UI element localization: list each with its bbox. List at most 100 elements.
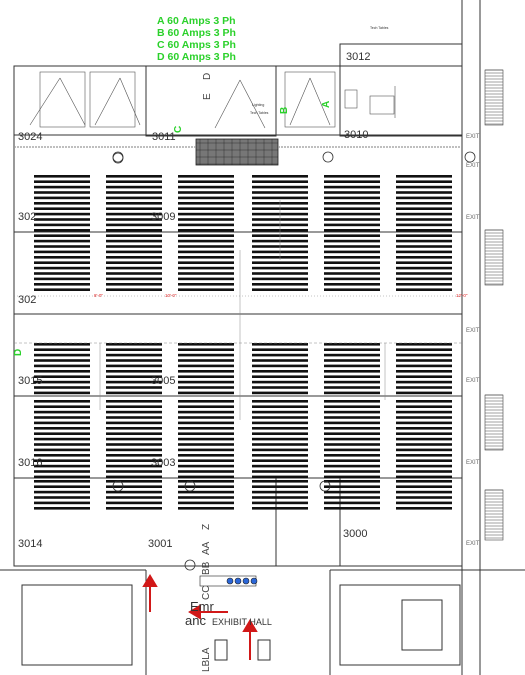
seat-row: [252, 454, 308, 457]
seat-row: [106, 386, 162, 389]
seat-row: [178, 261, 234, 264]
seat-row: [34, 427, 90, 430]
seat-row: [396, 507, 452, 510]
seat-row: [252, 196, 308, 200]
seat-row: [106, 405, 162, 408]
seat-row: [396, 234, 452, 237]
stair-flight: [484, 394, 504, 451]
seat-row: [252, 353, 308, 357]
seat-row: [252, 370, 308, 373]
column-circle: [112, 480, 124, 492]
seat-row: [324, 427, 380, 430]
column-circle: [112, 151, 124, 163]
exhibit-hall-label: EXHIBIT HALL: [212, 617, 272, 627]
seat-row: [396, 207, 452, 210]
seat-row: [324, 432, 380, 435]
seat-row: [324, 375, 380, 378]
seat-row: [106, 343, 162, 346]
seat-row: [324, 405, 380, 408]
seat-row: [252, 359, 308, 362]
seat-row: [324, 443, 380, 446]
seat-row: [324, 400, 380, 403]
stair-flight: [484, 229, 504, 286]
seat-row: [34, 386, 90, 389]
seat-row: [396, 266, 452, 270]
seat-row: [178, 470, 234, 473]
seat-row: [252, 496, 308, 499]
seat-row: [252, 459, 308, 462]
seat-row: [396, 202, 452, 205]
seat-row: [34, 490, 90, 494]
seat-row: [324, 501, 380, 505]
seat-row: [34, 229, 90, 232]
seat-row: [324, 496, 380, 499]
seat-row: [178, 391, 234, 395]
seat-row: [324, 288, 380, 291]
seat-row: [324, 239, 380, 243]
exit-label-5: EXIT: [466, 378, 480, 384]
power-note-b: B 60 Amps 3 Ph: [157, 27, 236, 39]
seat-row: [178, 375, 234, 378]
seat-row: [106, 391, 162, 395]
seat-row: [396, 212, 452, 216]
room-3024: 3024: [18, 131, 43, 143]
seat-row: [106, 266, 162, 270]
seat-row: [106, 239, 162, 243]
column-label-cc: CC: [201, 585, 212, 600]
column-label-e: E: [202, 93, 213, 100]
seat-row: [396, 386, 452, 389]
room-3009: 3009: [151, 211, 176, 223]
seat-row: [106, 380, 162, 384]
seat-row: [178, 464, 234, 468]
seat-row: [324, 364, 380, 368]
seat-row: [34, 256, 90, 259]
seat-row: [178, 202, 234, 205]
seat-row: [396, 448, 452, 452]
column-circle: [464, 151, 476, 163]
seat-row: [106, 364, 162, 368]
seat-row: [178, 475, 234, 479]
power-note-a: A 60 Amps 3 Ph: [157, 15, 236, 27]
seat-row: [34, 245, 90, 248]
seat-row: [34, 364, 90, 368]
seat-row: [106, 229, 162, 232]
seat-row: [252, 386, 308, 389]
room-302-upper: 302: [18, 211, 37, 223]
seat-row: [178, 196, 234, 200]
room-3001: 3001: [148, 538, 173, 550]
seat-row: [396, 239, 452, 243]
seat-row: [106, 250, 162, 254]
seat-row: [252, 475, 308, 479]
seat-row: [396, 437, 452, 441]
seat-row: [252, 380, 308, 384]
seat-row: [396, 196, 452, 200]
seat-row: [106, 496, 162, 499]
seat-row: [34, 370, 90, 373]
seat-row: [396, 443, 452, 446]
seat-row: [34, 400, 90, 403]
column-circle: [184, 480, 196, 492]
seat-row: [396, 283, 452, 286]
seat-row: [106, 256, 162, 259]
seat-row: [252, 464, 308, 468]
seat-row: [252, 443, 308, 446]
column-circle: [319, 480, 331, 492]
seat-row: [106, 185, 162, 189]
exit-label-3: EXIT: [466, 215, 480, 221]
seat-row: [396, 427, 452, 430]
seat-row: [324, 283, 380, 286]
seat-row: [178, 288, 234, 291]
seat-row: [324, 272, 380, 275]
seat-row: [106, 218, 162, 221]
seat-row: [178, 364, 234, 368]
seat-row: [178, 185, 234, 189]
seat-row: [252, 410, 308, 414]
seat-row: [106, 416, 162, 419]
seat-row: [34, 288, 90, 291]
seat-row: [252, 185, 308, 189]
seat-row: [324, 348, 380, 351]
seat-row: [324, 218, 380, 221]
seat-row: [34, 480, 90, 483]
seat-row: [106, 245, 162, 248]
